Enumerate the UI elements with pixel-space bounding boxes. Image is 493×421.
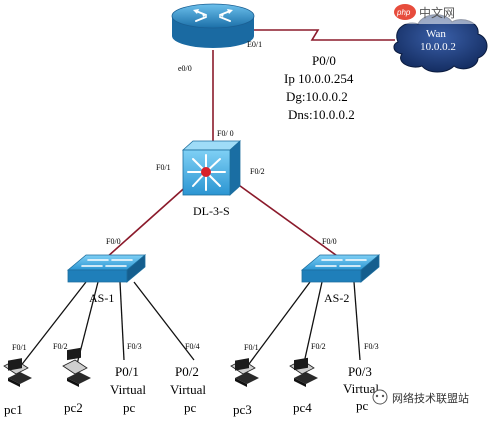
pc3-icon	[230, 358, 259, 387]
link-as2-v3	[353, 281, 361, 361]
as2-switch-name: AS-2	[324, 291, 349, 305]
virtual-pc2-label-line1: Virtual	[170, 382, 206, 397]
virtual-pc2-port: P0/2	[175, 364, 199, 379]
php-watermark: php 中文网	[393, 0, 493, 24]
as1-port-f01: F0/1	[12, 343, 27, 352]
wan-dns: Dns:10.0.0.2	[288, 107, 355, 122]
virtual-pc1-label-line1: Virtual	[110, 382, 146, 397]
core-port-right: F0/2	[250, 167, 265, 176]
link-as1-v2	[133, 281, 195, 361]
pc3-label: pc3	[233, 402, 252, 417]
router-port-e00: e0/0	[178, 64, 192, 73]
virtual-pc3-label-line2: pc	[356, 398, 369, 413]
svg-text:php: php	[396, 8, 411, 17]
virtual-pc3-label-line1: Virtual	[343, 381, 379, 396]
link-as2-pc4	[301, 281, 323, 373]
as2-port-f01: F0/1	[244, 343, 259, 352]
core-port-up: F0/ 0	[217, 129, 234, 138]
virtual-pc1-port: P0/1	[115, 364, 139, 379]
as2-switch-icon	[300, 254, 381, 283]
as1-port-up: F0/0	[106, 237, 121, 246]
as1-switch-icon	[66, 254, 147, 283]
pc2-label: pc2	[64, 400, 83, 415]
as1-port-f02: F0/2	[53, 342, 68, 351]
footer-brand-text: 网络技术联盟站	[392, 391, 469, 405]
virtual-pc3-port: P0/3	[348, 364, 372, 379]
pc4-icon	[289, 357, 318, 387]
pc1-label: pc1	[4, 402, 23, 417]
as2-port-f02: F0/2	[311, 342, 326, 351]
core-switch-name: DL-3-S	[193, 204, 230, 218]
as1-port-f03: F0/3	[127, 342, 142, 351]
link-core-as1	[105, 182, 191, 259]
as1-port-f04: F0/4	[185, 342, 200, 351]
svg-text:中文网: 中文网	[419, 5, 455, 20]
virtual-pc1-label-line2: pc	[123, 400, 136, 415]
router-port-e01: E0/1	[247, 40, 262, 49]
wan-label: Wan	[426, 28, 446, 40]
core-switch-icon	[181, 140, 242, 196]
as2-port-up: F0/0	[322, 237, 337, 246]
links	[15, 29, 395, 373]
wan-default-gateway: Dg:10.0.0.2	[286, 89, 348, 104]
pc1-icon	[3, 358, 32, 387]
wan-ip-address: Ip 10.0.0.254	[284, 71, 354, 86]
wan-ip: 10.0.0.2	[420, 41, 456, 53]
as2-port-f03: F0/3	[364, 342, 379, 351]
pc2-icon	[62, 347, 91, 387]
core-port-left: F0/1	[156, 163, 171, 172]
link-router-wan	[242, 29, 395, 41]
link-as1-v1	[119, 281, 125, 361]
as1-switch-name: AS-1	[89, 291, 114, 305]
link-as1-pc1	[15, 281, 87, 373]
virtual-pc2-label-line2: pc	[184, 400, 197, 415]
pc4-label: pc4	[293, 400, 312, 415]
wan-port-label: P0/0	[312, 53, 336, 68]
router-icon	[171, 3, 255, 48]
footer-brand: 网络技术联盟站	[372, 389, 469, 405]
link-as2-pc3	[242, 281, 311, 373]
link-core-as2	[235, 182, 341, 259]
